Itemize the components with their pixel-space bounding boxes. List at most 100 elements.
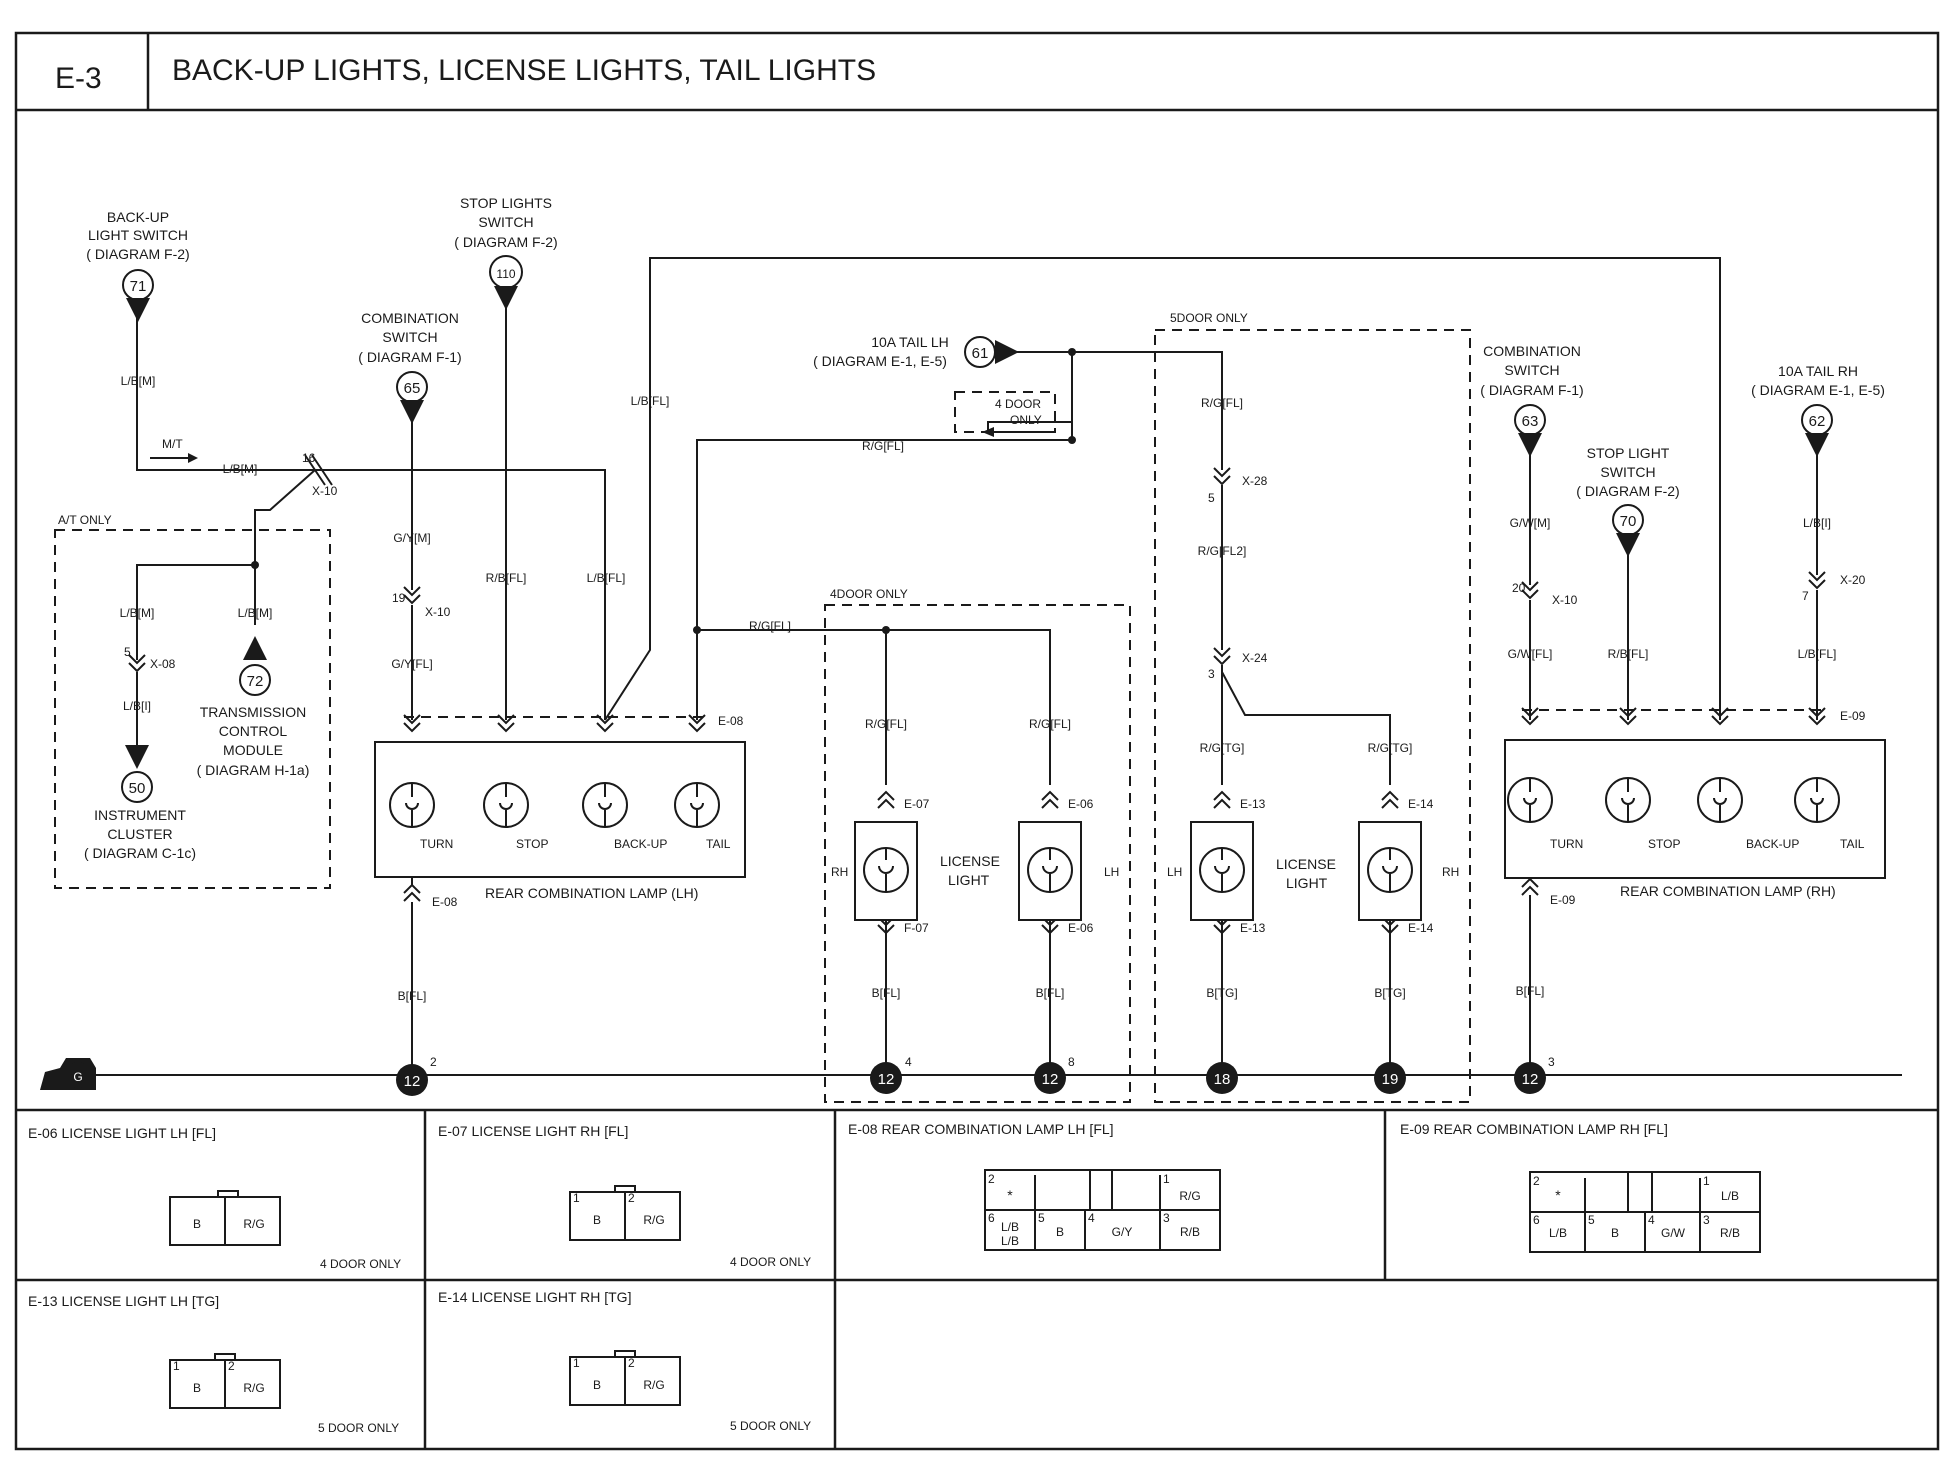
svg-text:2: 2 xyxy=(628,1356,635,1370)
svg-text:LIGHT SWITCH: LIGHT SWITCH xyxy=(88,227,188,243)
svg-text:SWITCH: SWITCH xyxy=(1504,362,1559,378)
panel-e09: E-09 REAR COMBINATION LAMP RH [FL] 2 * 1… xyxy=(1400,1121,1761,1253)
svg-text:R/G[TG]: R/G[TG] xyxy=(1200,741,1245,755)
svg-text:2: 2 xyxy=(988,1172,995,1186)
ref-65-number: 65 xyxy=(404,380,421,397)
svg-text:B: B xyxy=(193,1217,201,1231)
svg-text:19: 19 xyxy=(392,591,406,605)
svg-text:B: B xyxy=(1611,1226,1619,1240)
svg-text:B: B xyxy=(193,1381,201,1395)
region-boxes xyxy=(54,329,1471,1103)
svg-text:( DIAGRAM F-2): ( DIAGRAM F-2) xyxy=(1576,483,1679,499)
svg-text:*: * xyxy=(1555,1187,1561,1203)
svg-text:L/B[M]: L/B[M] xyxy=(238,606,273,620)
diagram-title: BACK-UP LIGHTS, LICENSE LIGHTS, TAIL LIG… xyxy=(172,54,876,87)
svg-text:12: 12 xyxy=(878,1071,895,1088)
svg-text:E-14: E-14 xyxy=(1408,797,1434,811)
svg-text:12: 12 xyxy=(1522,1071,1539,1088)
svg-text:3: 3 xyxy=(1208,667,1215,681)
svg-text:LIGHT: LIGHT xyxy=(1286,875,1328,891)
svg-text:E-08: E-08 xyxy=(718,714,744,728)
svg-text:E-09 REAR COMBINATION LAMP RH: E-09 REAR COMBINATION LAMP RH [FL] xyxy=(1400,1121,1668,1137)
ref-70: STOP LIGHT SWITCH ( DIAGRAM F-2) 70 xyxy=(1576,445,1680,557)
svg-text:B[TG]: B[TG] xyxy=(1206,986,1237,1000)
svg-text:E-14: E-14 xyxy=(1408,921,1434,935)
ref-65: COMBINATION SWITCH ( DIAGRAM F-1) 65 xyxy=(358,310,462,424)
svg-text:( DIAGRAM E-1, E-5): ( DIAGRAM E-1, E-5) xyxy=(813,353,947,369)
ref-72: 72 TRANSMISSION CONTROL MODULE ( DIAGRAM… xyxy=(197,636,309,778)
svg-text:L/B[I]: L/B[I] xyxy=(123,699,151,713)
svg-text:( DIAGRAM F-1): ( DIAGRAM F-1) xyxy=(1480,382,1583,398)
svg-text:E-14 LICENSE LIGHT RH [TG]: E-14 LICENSE LIGHT RH [TG] xyxy=(438,1289,631,1305)
svg-text:L/B[I]: L/B[I] xyxy=(1803,516,1831,530)
svg-text:CONTROL: CONTROL xyxy=(219,723,288,739)
ref-71: BACK-UP LIGHT SWITCH ( DIAGRAM F-2) 71 xyxy=(86,209,190,322)
svg-text:R/G[FL]: R/G[FL] xyxy=(1201,396,1243,410)
svg-text:BACK-UP: BACK-UP xyxy=(107,209,169,225)
svg-text:X-10: X-10 xyxy=(312,484,338,498)
svg-text:R/G[FL]: R/G[FL] xyxy=(862,439,904,453)
rear-combination-lamp-rh: TURN STOP BACK-UP TAIL xyxy=(1504,739,1886,879)
svg-text:R/G[FL]: R/G[FL] xyxy=(865,717,907,731)
license-light-5door-rh: RH xyxy=(1358,821,1459,921)
svg-text:RH: RH xyxy=(1442,865,1459,879)
svg-text:1: 1 xyxy=(573,1356,580,1370)
panel-e07: E-07 LICENSE LIGHT RH [FL] 1 2 B R/G 4 D… xyxy=(438,1123,811,1269)
svg-text:2: 2 xyxy=(1533,1174,1540,1188)
ref-62: 10A TAIL RH ( DIAGRAM E-1, E-5) 62 xyxy=(1751,363,1885,457)
svg-text:TAIL: TAIL xyxy=(1840,837,1865,851)
svg-text:G/Y[FL]: G/Y[FL] xyxy=(391,657,432,671)
svg-text:G/W: G/W xyxy=(1661,1226,1686,1240)
svg-text:E-13 LICENSE LIGHT LH [TG]: E-13 LICENSE LIGHT LH [TG] xyxy=(28,1293,219,1309)
svg-text:STOP: STOP xyxy=(1648,837,1680,851)
svg-text:5: 5 xyxy=(1208,491,1215,505)
svg-text:3: 3 xyxy=(1703,1213,1710,1227)
svg-text:CLUSTER: CLUSTER xyxy=(107,826,172,842)
svg-text:B[FL]: B[FL] xyxy=(1036,986,1065,1000)
ref-110: STOP LIGHTS SWITCH ( DIAGRAM F-2) 110 xyxy=(454,195,558,310)
svg-text:G/Y[M]: G/Y[M] xyxy=(393,531,430,545)
svg-text:X-20: X-20 xyxy=(1840,573,1866,587)
svg-text:E-09: E-09 xyxy=(1840,709,1866,723)
svg-text:L/B[FL]: L/B[FL] xyxy=(1798,647,1837,661)
svg-text:G/W[FL]: G/W[FL] xyxy=(1508,647,1553,661)
svg-text:X-24: X-24 xyxy=(1242,651,1268,665)
svg-text:RH: RH xyxy=(831,865,848,879)
svg-text:10A TAIL RH: 10A TAIL RH xyxy=(1778,363,1858,379)
svg-text:19: 19 xyxy=(1382,1071,1399,1088)
svg-text:L/B: L/B xyxy=(1549,1226,1567,1240)
svg-text:1: 1 xyxy=(1703,1174,1710,1188)
svg-text:( DIAGRAM E-1, E-5): ( DIAGRAM E-1, E-5) xyxy=(1751,382,1885,398)
svg-text:18: 18 xyxy=(1214,1071,1231,1088)
license-light-4door-lh: LH xyxy=(1018,821,1119,921)
svg-text:BACK-UP: BACK-UP xyxy=(614,837,667,851)
svg-text:SWITCH: SWITCH xyxy=(478,214,533,230)
4door-arrow-label2: ONLY xyxy=(1010,413,1042,427)
ref-110-number: 110 xyxy=(496,267,515,281)
ref-62-number: 62 xyxy=(1809,413,1826,430)
svg-text:B: B xyxy=(1056,1225,1064,1239)
svg-text:LH: LH xyxy=(1167,865,1182,879)
svg-text:R/G: R/G xyxy=(643,1213,664,1227)
svg-text:MODULE: MODULE xyxy=(223,742,283,758)
svg-text:L/B[M]: L/B[M] xyxy=(121,374,156,388)
svg-text:R/G: R/G xyxy=(243,1381,264,1395)
svg-text:5 DOOR ONLY: 5 DOOR ONLY xyxy=(730,1419,811,1433)
svg-text:X-10: X-10 xyxy=(1552,593,1578,607)
svg-text:12: 12 xyxy=(1042,1071,1059,1088)
svg-text:5: 5 xyxy=(124,645,131,659)
svg-text:SWITCH: SWITCH xyxy=(382,329,437,345)
svg-text:R/B: R/B xyxy=(1180,1225,1200,1239)
svg-text:LIGHT: LIGHT xyxy=(948,872,990,888)
svg-text:X-10: X-10 xyxy=(425,605,451,619)
svg-text:E-06: E-06 xyxy=(1068,921,1094,935)
panel-e06: E-06 LICENSE LIGHT LH [FL] B R/G 4 DOOR … xyxy=(28,1125,401,1271)
svg-text:COMBINATION: COMBINATION xyxy=(1483,343,1581,359)
svg-text:5 DOOR ONLY: 5 DOOR ONLY xyxy=(318,1421,399,1435)
svg-text:E-13: E-13 xyxy=(1240,797,1266,811)
svg-text:E-06 LICENSE LIGHT LH [FL]: E-06 LICENSE LIGHT LH [FL] xyxy=(28,1125,216,1141)
svg-text:( DIAGRAM F-2): ( DIAGRAM F-2) xyxy=(86,246,189,262)
ref-61-number: 61 xyxy=(972,345,989,362)
page-frame xyxy=(14,31,1940,1451)
svg-text:B: B xyxy=(593,1213,601,1227)
